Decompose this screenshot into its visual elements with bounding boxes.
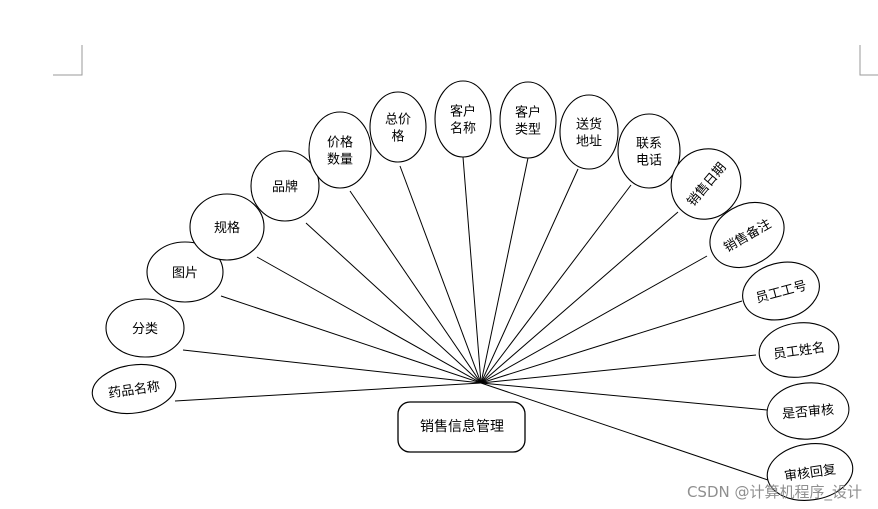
connector-line: [480, 354, 757, 384]
connector-line: [182, 349, 482, 384]
attribute-ellipse: [559, 94, 619, 170]
attribute-label: 图片: [172, 266, 198, 281]
attribute-ellipse: [766, 443, 854, 501]
attribute-label: 客户名称: [450, 104, 476, 137]
attribute-node: 品牌: [250, 150, 320, 222]
attribute-label: 药品名称: [107, 378, 161, 401]
attribute-ellipse: [617, 113, 681, 189]
entity-label: 销售信息管理: [420, 418, 504, 435]
attribute-ellipse: [670, 148, 742, 220]
attribute-ellipse: [709, 201, 785, 269]
connector-line: [480, 168, 579, 384]
attribute-node: 总价格: [369, 91, 427, 163]
connector-line: [305, 222, 482, 384]
attribute-ellipse: [434, 80, 492, 158]
attribute-ellipse: [369, 91, 427, 163]
attribute-ellipse: [766, 382, 850, 440]
attribute-node: 审核回复: [766, 443, 854, 501]
attribute-ellipse: [105, 298, 185, 358]
attribute-ellipse: [250, 150, 320, 222]
attribute-label: 联系电话: [636, 137, 662, 169]
attribute-node: 员工姓名: [758, 322, 840, 378]
connector-line: [462, 156, 482, 384]
attribute-node: 联系电话: [617, 113, 681, 189]
page-corner-marks: [53, 45, 878, 76]
attribute-node: 图片: [146, 241, 224, 303]
connector-line: [480, 184, 632, 384]
connector-line: [480, 157, 529, 384]
attribute-node: 员工工号: [742, 261, 820, 321]
attribute-node: 送货地址: [559, 94, 619, 170]
attribute-label: 分类: [132, 322, 158, 337]
attribute-label: 规格: [214, 220, 240, 236]
attribute-label: 总价格: [385, 113, 411, 145]
attribute-label: 品牌: [272, 179, 298, 195]
attribute-label: 客户类型: [515, 105, 541, 138]
attribute-ellipse: [146, 241, 224, 303]
attribute-ellipses: 药品名称分类图片规格品牌价格数量总价格客户名称客户类型送货地址联系电话销售日期销…: [91, 80, 854, 501]
attribute-ellipse: [308, 111, 372, 189]
connector-line: [480, 382, 769, 481]
attribute-node: 销售备注: [709, 201, 785, 269]
attribute-node: 是否审核: [766, 382, 850, 440]
attribute-node: 分类: [105, 298, 185, 358]
attribute-ellipse: [499, 81, 557, 159]
attribute-ellipse: [742, 261, 820, 321]
attribute-label: 审核回复: [783, 462, 837, 484]
attribute-node: 药品名称: [91, 363, 177, 415]
connector-line: [480, 300, 743, 384]
attribute-node: 规格: [189, 193, 265, 261]
connector-line: [256, 256, 482, 384]
attribute-ellipse: [758, 322, 840, 378]
attribute-node: 价格数量: [308, 111, 372, 189]
connector-line: [480, 255, 708, 384]
entity-box: 销售信息管理: [397, 401, 526, 453]
connector-lines: [174, 156, 769, 481]
attribute-node: 客户类型: [499, 81, 557, 159]
attribute-node: 客户名称: [434, 80, 492, 158]
attribute-label: 是否审核: [782, 403, 835, 422]
connector-line: [174, 382, 482, 402]
attribute-ellipse: [91, 363, 177, 415]
attribute-label: 员工姓名: [772, 339, 826, 362]
attribute-node: 销售日期: [670, 148, 742, 220]
connector-line: [220, 295, 482, 384]
connector-line: [480, 382, 768, 411]
connector-line: [349, 190, 482, 384]
attribute-label: 价格数量: [327, 135, 353, 168]
connector-line: [399, 165, 482, 384]
connector-line: [480, 211, 679, 384]
attribute-ellipse: [189, 193, 265, 261]
watermark-text: CSDN @计算机程序_设计: [687, 483, 862, 502]
attribute-label: 送货地址: [576, 117, 602, 150]
